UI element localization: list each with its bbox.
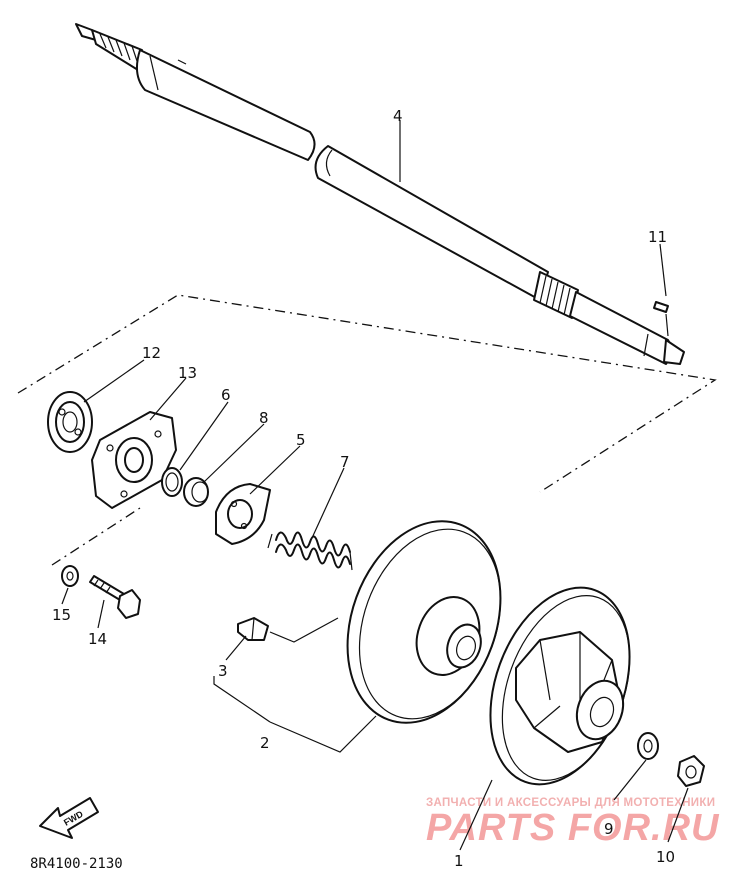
callout-6: 6 bbox=[221, 386, 231, 404]
collar bbox=[183, 477, 209, 507]
compression-spring bbox=[267, 531, 353, 571]
callout-14: 14 bbox=[88, 630, 107, 648]
callout-7: 7 bbox=[340, 453, 350, 471]
callout-2: 2 bbox=[260, 734, 270, 752]
lock-washer bbox=[61, 565, 79, 587]
diagram-code: 8R4100-2130 bbox=[30, 856, 123, 872]
callout-3: 3 bbox=[218, 662, 228, 680]
callout-13: 13 bbox=[178, 364, 197, 382]
callout-1: 1 bbox=[454, 852, 464, 870]
cover-plate bbox=[91, 411, 177, 509]
callout-15: 15 bbox=[52, 606, 71, 624]
sheave-slider bbox=[237, 617, 269, 641]
sliding-sheave bbox=[489, 586, 631, 786]
direction-arrow-icon: FWD bbox=[39, 797, 99, 839]
callouts: 4 11 12 13 6 8 5 7 3 2 1 9 10 15 14 bbox=[52, 107, 675, 870]
watermark-brand: PARTS FOR.RU bbox=[426, 807, 720, 849]
callout-5: 5 bbox=[296, 431, 306, 449]
spring-seat bbox=[215, 483, 271, 545]
circlip bbox=[161, 467, 183, 497]
watermark: ЗАПЧАСТИ И АКСЕССУАРЫ ДЛЯ МОТОТЕХНИКИ PA… bbox=[426, 797, 720, 849]
watermark-tagline: ЗАПЧАСТИ И АКСЕССУАРЫ ДЛЯ МОТОТЕХНИКИ bbox=[426, 797, 715, 809]
leader-lines bbox=[61, 120, 689, 851]
callout-11: 11 bbox=[648, 228, 667, 246]
washer bbox=[637, 732, 659, 760]
assembly-boundary bbox=[17, 294, 717, 493]
fixed-sheave bbox=[346, 520, 502, 724]
nut bbox=[677, 755, 705, 787]
primary-shaft bbox=[75, 23, 685, 365]
callout-4: 4 bbox=[393, 107, 403, 125]
callout-10: 10 bbox=[656, 848, 675, 866]
bolt bbox=[89, 575, 141, 619]
callout-9: 9 bbox=[604, 820, 614, 838]
callout-8: 8 bbox=[259, 409, 269, 427]
callout-12: 12 bbox=[142, 344, 161, 362]
bearing bbox=[47, 391, 93, 453]
fastener-group-boundary bbox=[51, 507, 141, 566]
key-pin bbox=[653, 301, 669, 313]
